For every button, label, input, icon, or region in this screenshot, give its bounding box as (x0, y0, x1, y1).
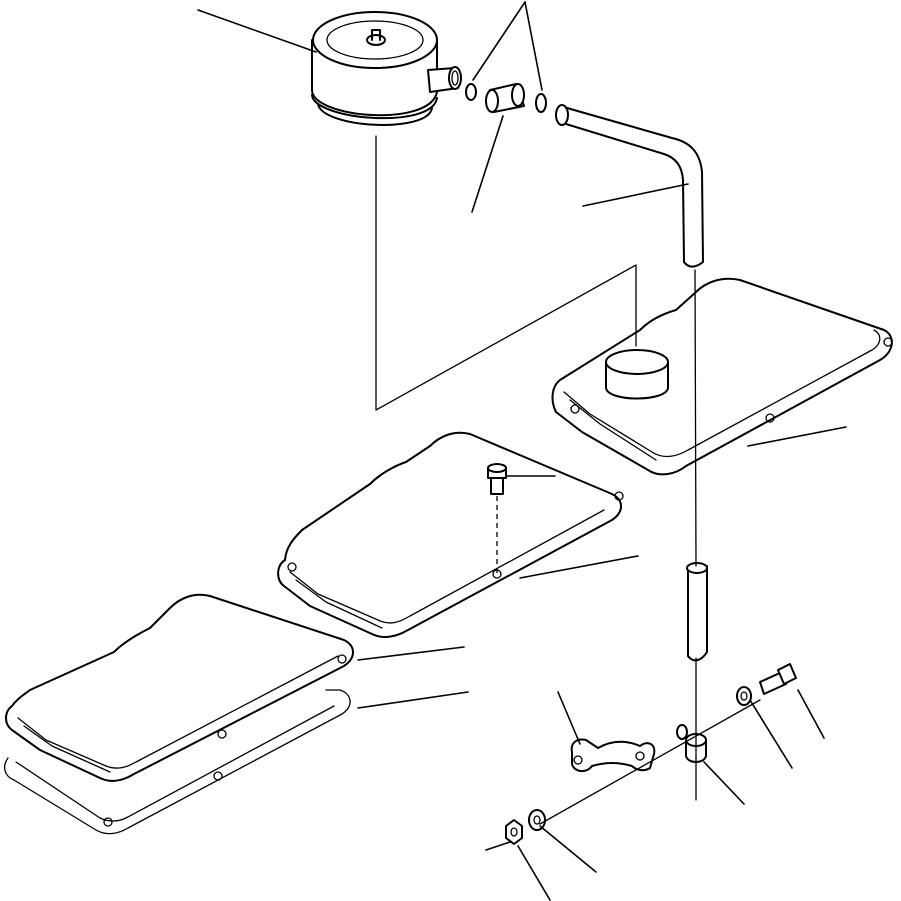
leader-lines (197, 1, 847, 901)
head-cover-front (5, 593, 354, 782)
wing-nut (366, 29, 386, 46)
breather-hose (555, 104, 704, 268)
oil-filler-neck (605, 349, 669, 400)
short-hose-connector (485, 83, 525, 113)
washer-left (528, 809, 546, 831)
head-cover-middle (277, 431, 624, 638)
drain-tube (686, 562, 708, 662)
breather-outlet-pipe (427, 66, 462, 93)
assembly-axis-lines (375, 135, 761, 825)
hose-clamp-right (535, 93, 547, 113)
mounting-bolt (759, 663, 797, 695)
head-cover-gasket (3, 689, 351, 835)
hex-nut (505, 819, 523, 845)
breather-assembly (311, 11, 462, 126)
hose-clamp-left (465, 83, 477, 101)
clip-washer (676, 724, 688, 740)
washer-right (736, 686, 752, 706)
head-cover-rear (551, 277, 893, 476)
cover-bolt (487, 463, 507, 574)
